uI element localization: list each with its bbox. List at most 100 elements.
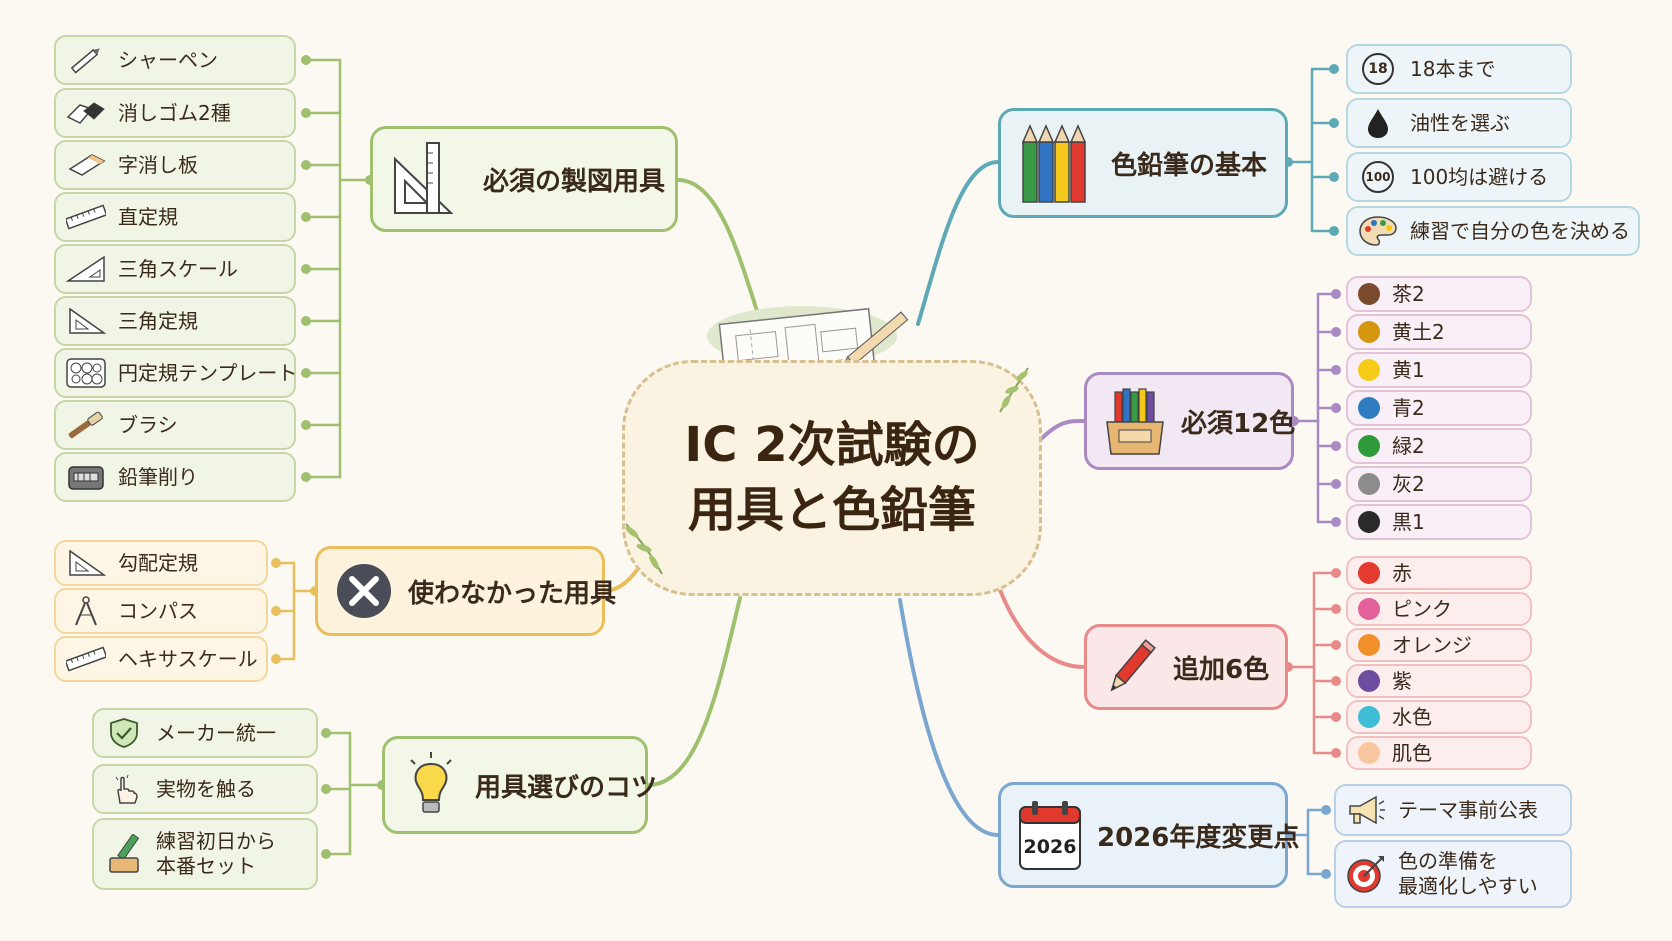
leaf-color-red[interactable]: 赤 xyxy=(1346,556,1532,590)
eraser-icon xyxy=(66,97,106,129)
number-badge-icon: 100 xyxy=(1358,161,1398,193)
leaf-label: コンパス xyxy=(118,598,198,623)
branch-2026-changes[interactable]: 2026 2026年度変更点 xyxy=(998,782,1299,888)
leaf-color-yellow[interactable]: 黄1 xyxy=(1346,352,1532,388)
leaf-color-gray[interactable]: 灰2 xyxy=(1346,466,1532,502)
leaf-eraser[interactable]: 消しゴム2種 xyxy=(54,88,296,138)
connector-dot xyxy=(301,316,311,326)
leaf-mechanical-pencil[interactable]: シャーペン xyxy=(54,35,296,85)
megaphone-icon xyxy=(1346,794,1386,826)
leaf-label: 三角スケール xyxy=(118,256,238,281)
leaf-label: 字消し板 xyxy=(118,152,198,177)
connector-dot xyxy=(321,849,331,859)
leaf-hexa-scale[interactable]: ヘキサスケール xyxy=(54,636,268,682)
set-square-icon xyxy=(66,305,106,337)
color-swatch xyxy=(1358,473,1380,495)
color-swatch xyxy=(1358,634,1380,656)
slope-ruler-icon xyxy=(66,547,106,579)
brush-icon xyxy=(66,409,106,441)
color-swatch xyxy=(1358,562,1380,584)
connector-dot xyxy=(1331,748,1341,758)
close-icon xyxy=(334,561,394,621)
connector-dot xyxy=(1331,676,1341,686)
branch-required-tools[interactable]: 必須の製図用具 xyxy=(370,126,678,232)
leaf-label: 練習で自分の色を決める xyxy=(1410,218,1630,243)
branch-unused-tools[interactable]: 使わなかった用具 xyxy=(315,546,616,636)
leaf-label: ピンク xyxy=(1392,596,1452,621)
leaf-touch-real[interactable]: 実物を触る xyxy=(92,764,318,814)
leaf-triangle-scale[interactable]: 三角スケール xyxy=(54,244,296,294)
leaf-color-purple[interactable]: 紫 xyxy=(1346,664,1532,698)
leaf-label: 円定規テンプレート xyxy=(118,360,298,385)
color-swatch xyxy=(1358,283,1380,305)
leaf-color-skin[interactable]: 肌色 xyxy=(1346,736,1532,770)
hexa-scale-icon xyxy=(66,643,106,675)
branch-additional-6[interactable]: 追加6色 xyxy=(1084,624,1288,710)
leaf-color-brown[interactable]: 茶2 xyxy=(1346,276,1532,312)
center-title-line1: IC 2次試験の xyxy=(684,417,980,474)
branch-label: 使わなかった用具 xyxy=(408,578,617,609)
leaf-oil-based[interactable]: 油性を選ぶ xyxy=(1346,98,1572,148)
connector-dot xyxy=(301,55,311,65)
connector-path xyxy=(676,178,762,322)
color-swatch xyxy=(1358,670,1380,692)
leaf-compass[interactable]: コンパス xyxy=(54,588,268,634)
leaf-theme-announce[interactable]: テーマ事前公表 xyxy=(1334,784,1572,836)
leaf-color-blue[interactable]: 青2 xyxy=(1346,390,1532,426)
color-swatch xyxy=(1358,321,1380,343)
leaf-sprig-icon xyxy=(999,367,1029,413)
leaf-color-green[interactable]: 緑2 xyxy=(1346,428,1532,464)
color-swatch xyxy=(1358,397,1380,419)
color-swatch xyxy=(1358,598,1380,620)
leaf-color-light-blue[interactable]: 水色 xyxy=(1346,700,1532,734)
connector-path xyxy=(646,596,742,787)
connector-dot xyxy=(271,558,281,568)
branch-label: 色鉛筆の基本 xyxy=(1111,150,1268,181)
leaf-circle-template[interactable]: 円定規テンプレート xyxy=(54,348,298,398)
leaf-slope-ruler[interactable]: 勾配定規 xyxy=(54,540,268,586)
branch-required-12[interactable]: 必須12色 xyxy=(1084,372,1295,470)
leaf-label: ヘキサスケール xyxy=(118,646,258,671)
leaf-maker-unify[interactable]: メーカー統一 xyxy=(92,708,318,758)
leaf-color-pink[interactable]: ピンク xyxy=(1346,592,1532,626)
connector-dot xyxy=(321,728,331,738)
leaf-color-black[interactable]: 黒1 xyxy=(1346,504,1532,540)
leaf-color-ochre[interactable]: 黄土2 xyxy=(1346,314,1532,350)
connector-dot xyxy=(1331,403,1341,413)
pencil-cup-icon xyxy=(104,834,144,873)
leaf-set-square[interactable]: 三角定規 xyxy=(54,296,296,346)
leaf-erasing-shield[interactable]: 字消し板 xyxy=(54,140,296,190)
hand-tap-icon xyxy=(104,773,144,805)
leaf-label: 練習初日から 本番セット xyxy=(156,829,276,878)
leaf-label: 黄土2 xyxy=(1392,319,1445,344)
leaf-label: ブラシ xyxy=(118,412,178,437)
leaf-color-orange[interactable]: オレンジ xyxy=(1346,628,1532,662)
leaf-label: 消しゴム2種 xyxy=(118,100,231,125)
leaf-label: 100均は避ける xyxy=(1410,164,1549,189)
leaf-brush[interactable]: ブラシ xyxy=(54,400,296,450)
connector-dot xyxy=(1331,568,1341,578)
leaf-decide-colors[interactable]: 練習で自分の色を決める xyxy=(1346,206,1640,256)
connector-dot xyxy=(271,606,281,616)
compass-icon xyxy=(66,595,106,627)
leaf-label: 勾配定規 xyxy=(118,550,198,575)
leaf-ruler[interactable]: 直定規 xyxy=(54,192,296,242)
connector-dot xyxy=(1331,479,1341,489)
connector-dot xyxy=(301,264,311,274)
leaf-label: 色の準備を 最適化しやすい xyxy=(1398,849,1538,898)
connector-dot xyxy=(271,654,281,664)
branch-label: 必須の製図用具 xyxy=(483,166,666,197)
leaf-avoid-100yen[interactable]: 100 100均は避ける xyxy=(1346,152,1572,202)
leaf-label: 水色 xyxy=(1392,704,1432,729)
leaf-practice-set[interactable]: 練習初日から 本番セット xyxy=(92,818,318,890)
target-icon xyxy=(1346,856,1386,893)
leaf-pencil-sharpener[interactable]: 鉛筆削り xyxy=(54,452,296,502)
branch-selection-tips[interactable]: 用具選びのコツ xyxy=(382,736,657,834)
connector-dot xyxy=(1331,289,1341,299)
leaf-color-prep[interactable]: 色の準備を 最適化しやすい xyxy=(1334,840,1572,908)
connector-dot xyxy=(1321,805,1331,815)
branch-label: 2026年度変更点 xyxy=(1097,822,1300,853)
branch-pencil-basics[interactable]: 色鉛筆の基本 xyxy=(998,108,1288,218)
